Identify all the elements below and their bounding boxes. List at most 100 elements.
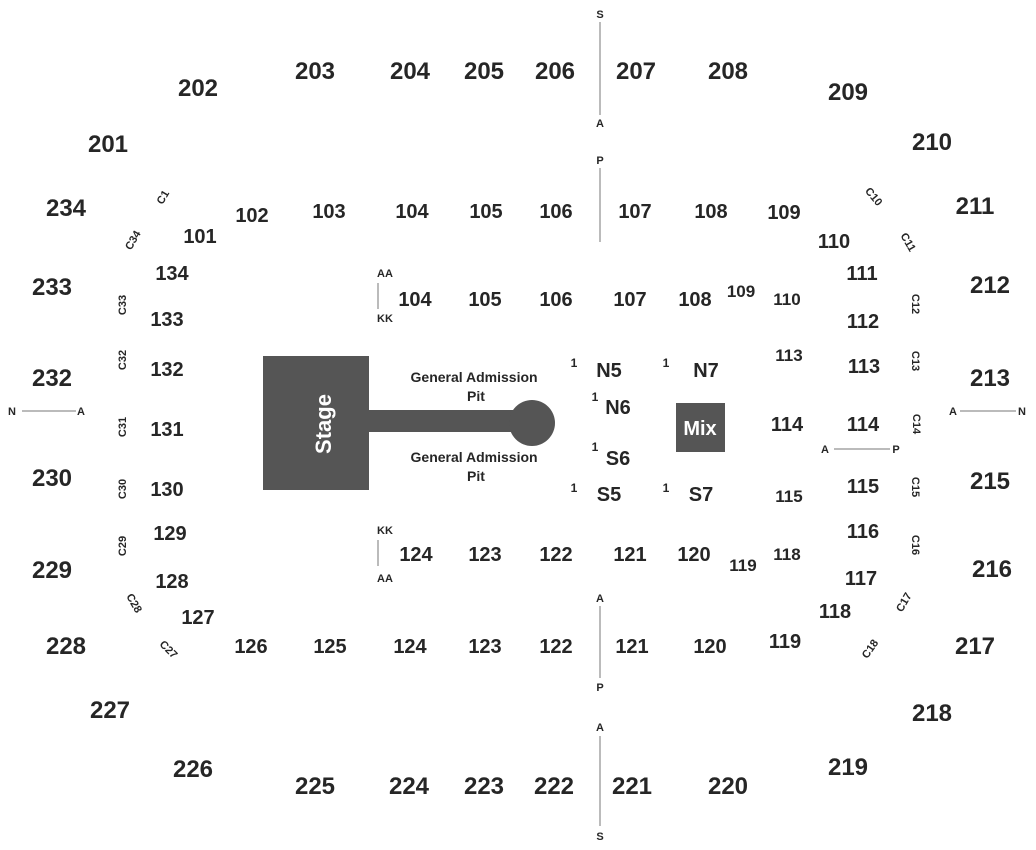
section-111[interactable]: 111 bbox=[846, 263, 877, 285]
floor-section-n6[interactable]: N6 bbox=[605, 397, 631, 419]
section-121-inner[interactable]: 121 bbox=[613, 544, 646, 566]
section-129[interactable]: 129 bbox=[153, 523, 186, 545]
section-108-inner[interactable]: 108 bbox=[678, 289, 711, 311]
section-119[interactable]: 119 bbox=[769, 631, 801, 653]
section-215[interactable]: 215 bbox=[970, 468, 1010, 495]
section-230[interactable]: 230 bbox=[32, 465, 72, 492]
section-114[interactable]: 114 bbox=[847, 414, 880, 436]
section-117[interactable]: 117 bbox=[845, 568, 877, 590]
stage-b-circle[interactable] bbox=[509, 400, 555, 446]
section-220[interactable]: 220 bbox=[708, 773, 748, 800]
section-105-inner[interactable]: 105 bbox=[468, 289, 501, 311]
section-203[interactable]: 203 bbox=[295, 58, 335, 85]
club-c11[interactable]: C11 bbox=[898, 231, 918, 254]
section-108[interactable]: 108 bbox=[694, 201, 727, 223]
section-102[interactable]: 102 bbox=[235, 205, 268, 227]
floor-section-s7[interactable]: S7 bbox=[689, 484, 713, 506]
club-c30[interactable]: C30 bbox=[117, 479, 129, 499]
section-106[interactable]: 106 bbox=[539, 201, 572, 223]
club-c18[interactable]: C18 bbox=[860, 638, 881, 661]
section-205[interactable]: 205 bbox=[464, 58, 504, 85]
section-134[interactable]: 134 bbox=[155, 263, 189, 285]
section-221[interactable]: 221 bbox=[612, 773, 652, 800]
section-226[interactable]: 226 bbox=[173, 756, 213, 783]
section-204[interactable]: 204 bbox=[390, 58, 431, 85]
section-101[interactable]: 101 bbox=[183, 226, 216, 248]
section-119-inner[interactable]: 119 bbox=[729, 556, 756, 575]
section-202[interactable]: 202 bbox=[178, 75, 218, 102]
section-116[interactable]: 116 bbox=[847, 521, 879, 543]
club-c28[interactable]: C28 bbox=[123, 592, 143, 615]
section-211[interactable]: 211 bbox=[956, 193, 995, 220]
section-216[interactable]: 216 bbox=[972, 556, 1012, 583]
section-127[interactable]: 127 bbox=[181, 607, 214, 629]
club-c33[interactable]: C33 bbox=[117, 295, 129, 315]
section-109[interactable]: 109 bbox=[767, 202, 800, 224]
section-124[interactable]: 124 bbox=[393, 636, 427, 658]
section-228[interactable]: 228 bbox=[46, 633, 86, 660]
club-c12[interactable]: C12 bbox=[909, 294, 921, 314]
section-121[interactable]: 121 bbox=[615, 636, 648, 658]
section-208[interactable]: 208 bbox=[708, 58, 748, 85]
ga-pit-top[interactable]: General Admission Pit bbox=[411, 369, 542, 404]
section-218[interactable]: 218 bbox=[912, 700, 952, 727]
section-223[interactable]: 223 bbox=[464, 773, 504, 800]
section-113-inner[interactable]: 113 bbox=[775, 346, 802, 365]
club-c17[interactable]: C17 bbox=[894, 591, 914, 614]
floor-section-n7[interactable]: N7 bbox=[693, 360, 719, 382]
section-219[interactable]: 219 bbox=[828, 754, 868, 781]
section-213[interactable]: 213 bbox=[970, 365, 1010, 392]
club-c14[interactable]: C14 bbox=[910, 414, 922, 435]
section-130[interactable]: 130 bbox=[150, 479, 183, 501]
section-118[interactable]: 118 bbox=[819, 601, 851, 623]
floor-section-s6[interactable]: S6 bbox=[606, 448, 630, 470]
section-224[interactable]: 224 bbox=[389, 773, 430, 800]
section-123-inner[interactable]: 123 bbox=[468, 544, 501, 566]
section-115-inner[interactable]: 115 bbox=[775, 487, 802, 506]
club-c15[interactable]: C15 bbox=[909, 477, 921, 497]
club-c13[interactable]: C13 bbox=[909, 351, 921, 371]
section-128[interactable]: 128 bbox=[155, 571, 188, 593]
section-123[interactable]: 123 bbox=[468, 636, 501, 658]
section-131[interactable]: 131 bbox=[150, 419, 183, 441]
ga-pit-bottom[interactable]: General Admission Pit bbox=[411, 449, 542, 484]
section-210[interactable]: 210 bbox=[912, 129, 952, 156]
section-124-inner[interactable]: 124 bbox=[399, 544, 433, 566]
section-232[interactable]: 232 bbox=[32, 365, 72, 392]
section-125[interactable]: 125 bbox=[313, 636, 346, 658]
club-c29[interactable]: C29 bbox=[117, 536, 129, 556]
section-212[interactable]: 212 bbox=[970, 272, 1010, 299]
club-c34[interactable]: C34 bbox=[123, 228, 144, 252]
section-222[interactable]: 222 bbox=[534, 773, 574, 800]
section-201[interactable]: 201 bbox=[88, 131, 128, 158]
section-103[interactable]: 103 bbox=[312, 201, 345, 223]
section-118-inner[interactable]: 118 bbox=[773, 545, 800, 564]
section-112[interactable]: 112 bbox=[847, 311, 879, 333]
section-104-inner[interactable]: 104 bbox=[398, 289, 432, 311]
section-209[interactable]: 209 bbox=[828, 79, 868, 106]
section-106-inner[interactable]: 106 bbox=[539, 289, 572, 311]
section-126[interactable]: 126 bbox=[234, 636, 267, 658]
section-225[interactable]: 225 bbox=[295, 773, 335, 800]
section-109-inner[interactable]: 109 bbox=[727, 282, 755, 301]
section-132[interactable]: 132 bbox=[150, 359, 183, 381]
section-227[interactable]: 227 bbox=[90, 697, 130, 724]
section-229[interactable]: 229 bbox=[32, 557, 72, 584]
section-206[interactable]: 206 bbox=[535, 58, 575, 85]
mix-position[interactable] bbox=[676, 403, 725, 452]
section-113[interactable]: 113 bbox=[848, 356, 880, 378]
section-122-inner[interactable]: 122 bbox=[539, 544, 572, 566]
section-207[interactable]: 207 bbox=[616, 58, 656, 85]
section-234[interactable]: 234 bbox=[46, 195, 87, 222]
stage-runway[interactable] bbox=[368, 410, 518, 432]
section-122[interactable]: 122 bbox=[539, 636, 572, 658]
section-105[interactable]: 105 bbox=[469, 201, 502, 223]
section-107[interactable]: 107 bbox=[618, 201, 651, 223]
club-c32[interactable]: C32 bbox=[117, 350, 129, 370]
stage[interactable] bbox=[263, 356, 369, 490]
floor-section-n5[interactable]: N5 bbox=[596, 360, 622, 382]
club-c1[interactable]: C1 bbox=[155, 188, 172, 206]
section-104[interactable]: 104 bbox=[395, 201, 429, 223]
section-133[interactable]: 133 bbox=[150, 309, 183, 331]
section-120-inner[interactable]: 120 bbox=[677, 544, 710, 566]
